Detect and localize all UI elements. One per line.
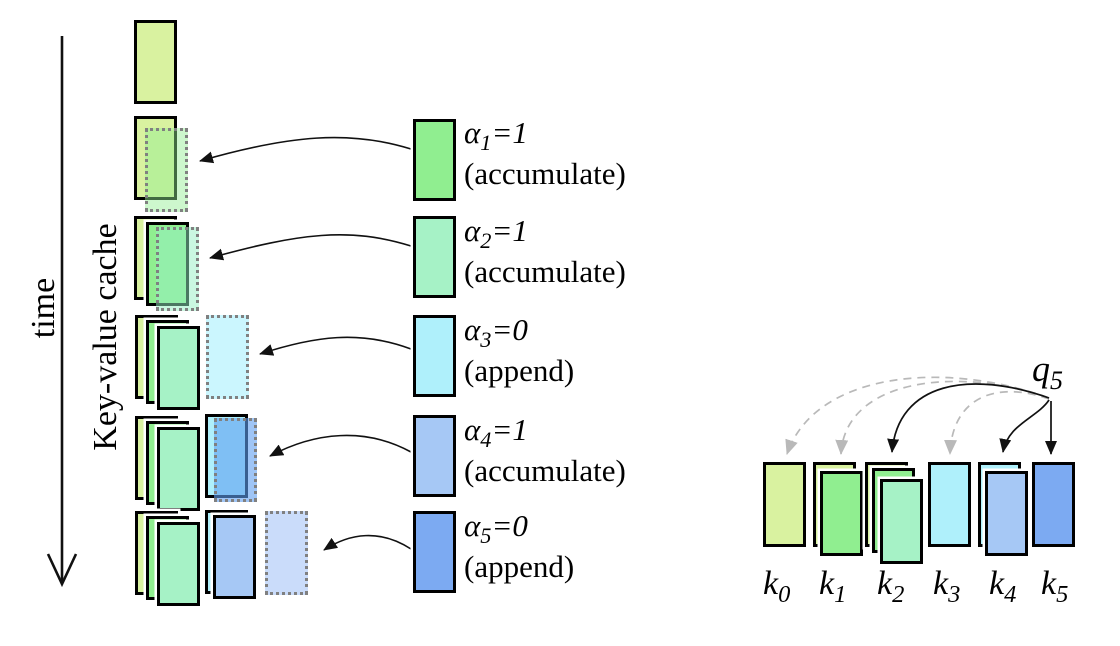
- cache-t5-incoming-append: [265, 511, 308, 595]
- arrow-q5-to-k3: [944, 390, 1050, 455]
- step2-mode: (accumulate): [464, 254, 626, 289]
- step1-annotation: α1=1 (accumulate): [464, 112, 626, 194]
- key-k3: [928, 462, 971, 547]
- step2-annotation: α2=1 (accumulate): [464, 210, 626, 292]
- token-step1: [413, 119, 456, 201]
- token-step5: [413, 511, 456, 593]
- key-k5: [1032, 462, 1075, 547]
- step1-mode: (accumulate): [464, 156, 626, 191]
- arrow-q5-to-k4: [999, 399, 1050, 453]
- query-q5-label: q5: [1032, 349, 1063, 396]
- cache-t1-incoming-overlay: [145, 128, 188, 212]
- key-k4-front: [985, 471, 1028, 556]
- step4-annotation: α4=1 (accumulate): [464, 409, 626, 491]
- attention-arrows-black: [887, 383, 1057, 455]
- key-k4-label: k4: [989, 565, 1017, 608]
- attention-arrows-gray: [785, 376, 1050, 455]
- arrow-q5-to-k2: [887, 383, 1050, 453]
- cache-t4-incoming-overlay: [214, 418, 257, 502]
- key-k0: [763, 462, 806, 547]
- key-k5-label: k5: [1041, 565, 1069, 608]
- time-axis-label: time: [25, 277, 62, 339]
- arrow-step5-to-cache: [323, 534, 412, 551]
- arrow-q5-to-k0: [785, 376, 1050, 455]
- step3-alpha-eq: α3=0: [464, 312, 528, 353]
- step4-mode: (accumulate): [464, 453, 626, 488]
- token-step4: [413, 415, 456, 497]
- step5-mode: (append): [464, 549, 575, 584]
- step2-alpha-eq: α2=1: [464, 213, 528, 254]
- step5-annotation: α5=0 (append): [464, 505, 574, 587]
- cache-t5-slot0-front: [157, 522, 200, 606]
- step3-annotation: α3=0 (append): [464, 309, 574, 391]
- key-k1-label: k1: [819, 565, 847, 608]
- step5-alpha-eq: α5=0: [464, 508, 528, 549]
- cache-t5-slot1-front: [213, 515, 256, 599]
- kv-cache-label: Key-value cache: [87, 223, 124, 451]
- cache-t3-incoming-append: [206, 315, 249, 399]
- cache-t2-incoming-overlay: [156, 227, 199, 311]
- step1-alpha-eq: α1=1: [464, 115, 528, 156]
- step4-alpha-eq: α4=1: [464, 412, 528, 453]
- cache-t3-slot0-front: [157, 326, 200, 410]
- arrow-step2-to-cache: [209, 234, 412, 261]
- key-k3-label: k3: [933, 565, 961, 608]
- arrow-step1-to-cache: [199, 136, 412, 164]
- step3-mode: (append): [464, 353, 575, 388]
- key-k2-front: [880, 479, 923, 564]
- key-k1-front: [820, 471, 863, 556]
- cache-t4-slot0-front: [157, 427, 200, 511]
- cache-t0-slot0: [134, 20, 177, 104]
- key-k0-label: k0: [763, 565, 791, 608]
- arrow-q5-to-k1: [835, 380, 1050, 455]
- arrow-step3-to-cache: [259, 336, 412, 356]
- token-step2: [413, 216, 456, 298]
- token-step3: [413, 315, 456, 397]
- arrow-step4-to-cache: [269, 434, 412, 457]
- key-k2-label: k2: [877, 565, 905, 608]
